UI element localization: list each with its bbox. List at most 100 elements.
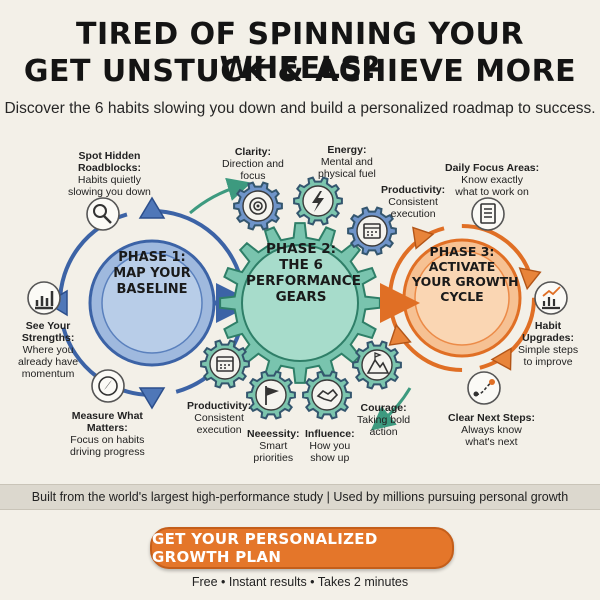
- phase-3-cycle-ring: [388, 224, 536, 372]
- label-measure-what-matters: Measure What Matters: Focus on habits dr…: [70, 410, 145, 458]
- phase-2-line: PERFORMANCE: [246, 273, 361, 289]
- label-title: Roadblocks:: [77, 162, 141, 174]
- phase-1-line: PHASE 1:: [118, 250, 186, 265]
- label-desc: Consistent: [194, 412, 244, 424]
- trend-chart-icon: [542, 297, 560, 310]
- label-desc: execution: [196, 424, 242, 436]
- label-desc: Habits quietly: [77, 174, 141, 186]
- target-icon-dot: [256, 204, 260, 208]
- phase-3-arrowhead: [412, 226, 435, 250]
- label-desc: driving progress: [70, 446, 145, 458]
- get-growth-plan-button[interactable]: GET YOUR PERSONALIZED GROWTH PLAN: [150, 527, 454, 569]
- arrowhead-shape: [412, 226, 435, 250]
- label-habit-upgrades: Habit Upgrades: Simple steps to improve: [518, 320, 578, 368]
- route-icon-start: [473, 391, 479, 397]
- label-desc: execution: [390, 208, 436, 220]
- label-desc: action: [369, 426, 398, 438]
- gear-calendar-icon-face: [209, 348, 241, 380]
- phase-1-arrowhead: [138, 387, 166, 410]
- phase-1-inner-disc: [101, 252, 203, 354]
- bar-chart-icon: [35, 291, 54, 310]
- label-title: Daily Focus Areas:: [445, 162, 540, 174]
- subtitle: Discover the 6 habits slowing you down a…: [4, 100, 596, 117]
- compass-icon-bg: [91, 369, 125, 403]
- label-title: Courage:: [360, 402, 407, 414]
- roadmap-diagram: Spot Hidden Roadblocks: Habits quietly s…: [0, 128, 600, 480]
- phase-1-title: PHASE 1: MAP YOUR BASELINE: [104, 250, 200, 298]
- label-desc: How you: [309, 440, 351, 452]
- label-desc: Always know: [461, 424, 522, 436]
- label-desc: show up: [310, 452, 350, 464]
- checklist-icon-bg: [471, 197, 505, 231]
- credibility-banner: Built from the world's largest high-perf…: [0, 484, 600, 510]
- label-see-your-strengths: See Your Strengths: Where you already ha…: [18, 320, 78, 380]
- label-desc: slowing you down: [68, 186, 151, 198]
- target-icon: [249, 197, 267, 215]
- label-title: Influence:: [305, 428, 355, 440]
- phase-3-line: CYCLE: [440, 289, 484, 304]
- trend-chart-icon-bg: [534, 281, 568, 315]
- calendar-icon-days: [220, 364, 230, 369]
- headline-line-1: TIRED OF SPINNING YOUR WHEELS?: [76, 17, 524, 86]
- label-desc: what's next: [465, 436, 518, 448]
- target-icon-ring: [253, 201, 263, 211]
- magnifier-icon-bg: [86, 197, 120, 231]
- label-productivity-top: Productivity: Consistent execution: [381, 184, 445, 220]
- label-title: Habit: [534, 320, 562, 332]
- gear-handshake-icon-face: [311, 379, 343, 411]
- headline-line-2: GET UNSTUCK & ACHIEVE MORE: [23, 54, 577, 89]
- phase-2-ring-arrow: [370, 387, 412, 431]
- phase-2-title: PHASE 2: THE 6 PERFORMANCE GEARS: [246, 241, 361, 305]
- gear-flag-icon-face: [255, 379, 287, 411]
- label-title: Productivity:: [187, 400, 252, 412]
- label-clear-next-steps: Clear Next Steps: Always know what's nex…: [448, 412, 535, 448]
- phase-1-arrowhead: [138, 196, 166, 219]
- label-title: Neeessity:: [247, 428, 300, 440]
- label-desc: to improve: [523, 356, 573, 368]
- label-clarity: Clarity: Direction and focus: [222, 146, 284, 182]
- calendar-icon-days: [367, 231, 377, 236]
- label-spot-hidden-roadblocks: Spot Hidden Roadblocks: Habits quietly s…: [68, 150, 151, 198]
- magnifier-icon: [93, 204, 107, 218]
- label-title: Energy:: [327, 144, 367, 156]
- label-desc: Mental and: [320, 156, 373, 168]
- label-daily-focus-areas: Daily Focus Areas: Know exactly what to …: [445, 162, 539, 198]
- label-desc: Smart: [259, 440, 288, 452]
- lightning-icon: [312, 191, 324, 212]
- label-desc: Simple steps: [518, 344, 579, 356]
- arrowhead-shape: [138, 196, 166, 219]
- calendar-icon: [363, 223, 381, 239]
- mountain-flag: [374, 352, 382, 360]
- compass-icon: [98, 376, 118, 396]
- label-influence: Influence: How you show up: [305, 428, 355, 464]
- footer-note: Free • Instant results • Takes 2 minutes: [191, 575, 409, 589]
- label-desc: physical fuel: [318, 168, 376, 180]
- phase-2-gear-hub: [241, 244, 359, 362]
- checklist-icon-lines: [484, 208, 492, 218]
- label-title: Productivity:: [381, 184, 446, 196]
- flag-icon-cloth: [266, 387, 279, 396]
- calendar-icon: [216, 356, 234, 372]
- gear-calendar-icon-face: [356, 215, 388, 247]
- label-title: Matters:: [86, 422, 128, 434]
- label-title: Strengths:: [21, 332, 75, 344]
- phase-3-title: PHASE 3: ACTIVATE YOUR GROWTH CYCLE: [412, 244, 519, 304]
- phase-3-arrowhead: [388, 323, 412, 346]
- phase-2-ring-arrow: [189, 177, 252, 215]
- label-desc: momentum: [21, 368, 75, 380]
- phase-2-line: GEARS: [275, 289, 327, 305]
- label-desc: focus: [240, 170, 266, 182]
- phase-3-arrowhead: [518, 267, 542, 291]
- handshake-icon: [316, 388, 339, 402]
- label-desc: Know exactly: [461, 174, 524, 186]
- mountain-flag-icon: [366, 358, 390, 374]
- magnifier-handle: [103, 215, 112, 224]
- phase-1-line: MAP YOUR: [113, 266, 191, 281]
- label-title: Spot Hidden: [78, 150, 141, 162]
- trend-chart-line: [542, 286, 561, 297]
- label-desc: Direction and: [222, 158, 284, 170]
- label-desc: already have: [18, 356, 79, 368]
- phase-3-line: ACTIVATE: [428, 259, 496, 274]
- label-desc: priorities: [253, 452, 294, 464]
- label-title: Measure What: [71, 410, 143, 422]
